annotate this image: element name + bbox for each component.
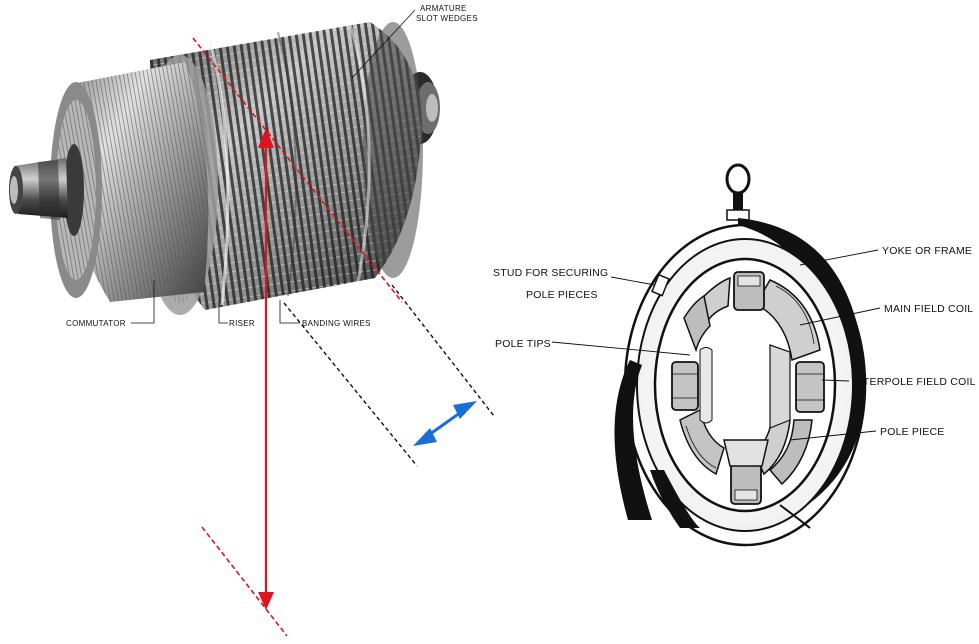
pole-face-inner [699, 344, 791, 429]
label-pole-piece: POLE PIECE [789, 426, 944, 441]
yoke-leader [799, 249, 879, 266]
main-field-coil-label: MAIN FIELD COIL [884, 303, 973, 315]
stud-leader [610, 276, 656, 286]
interpole-left [671, 361, 699, 411]
blue-double-arrow-shaft [425, 408, 465, 439]
main-field-coil-upper-left [683, 276, 731, 353]
armature-slot-wedges-line2: SLOT WEDGES [416, 14, 478, 23]
black-dashed-guide-right [391, 284, 495, 417]
pole-piece-label: POLE PIECE [880, 426, 944, 438]
commutator-leader [131, 280, 155, 324]
stud-label-line2: POLE PIECES [526, 289, 598, 301]
red-dashed-guide-upper [192, 37, 403, 303]
label-pole-tips: POLE TIPS [495, 338, 691, 356]
field-frame-illustration: STUD FOR SECURING POLE PIECES POLE TIPS … [493, 163, 976, 547]
lifting-eye [725, 163, 751, 221]
black-dashed-guides [283, 284, 495, 467]
blue-arrow-head-right [453, 401, 477, 419]
riser-label: RISER [229, 319, 255, 328]
label-armature-slot-wedges: ARMATURE SLOT WEDGES [351, 4, 478, 79]
label-interpole-field-coil: INTERPOLE FIELD COIL [821, 376, 976, 388]
label-banding-wires: BANDING WIRES [279, 300, 371, 328]
pole-tips-leader [551, 341, 691, 356]
main-field-coil-leader [799, 307, 881, 326]
armature-slot-wedges-line1: ARMATURE [420, 4, 467, 13]
armature-illustration: ARMATURE SLOT WEDGES COMMUTATOR RISER BA… [9, 4, 478, 328]
commutator-label: COMMUTATOR [66, 319, 126, 328]
field-coils [671, 271, 825, 505]
armature-front-shaft [9, 158, 68, 220]
interpole-right [795, 361, 825, 413]
black-dashed-guide-left [283, 302, 418, 467]
main-field-coil-upper-right [754, 279, 821, 362]
label-main-field-coil: MAIN FIELD COIL [799, 303, 973, 326]
red-dashed-guide-lower [201, 526, 288, 637]
blue-arrow-head-left [413, 428, 437, 446]
label-riser: RISER [218, 300, 255, 328]
commutator-drum [50, 62, 209, 302]
label-stud: STUD FOR SECURING POLE PIECES [493, 267, 656, 301]
label-commutator: COMMUTATOR [66, 280, 155, 328]
pole-piece-leader [789, 430, 877, 441]
interpole-field-coil-label: INTERPOLE FIELD COIL [852, 376, 976, 388]
pole-piece-bottom [723, 439, 769, 505]
banding-wires-label: BANDING WIRES [302, 319, 371, 328]
red-annotations [192, 37, 403, 637]
blue-annotation [413, 401, 477, 446]
yoke-label: YOKE OR FRAME [882, 245, 972, 257]
banding-wires-leader [279, 300, 300, 324]
red-arrow-head-up [258, 128, 274, 148]
stud-label-line1: STUD FOR SECURING [493, 267, 608, 279]
interpole-field-coil-leader [821, 379, 850, 382]
slot-wedges-leader [351, 9, 416, 79]
pole-piece-top [733, 271, 765, 311]
riser-leader [218, 300, 228, 324]
pole-tips-label: POLE TIPS [495, 338, 551, 350]
label-yoke: YOKE OR FRAME [799, 245, 972, 266]
red-arrow-head-down [258, 592, 274, 610]
stud [651, 273, 670, 297]
